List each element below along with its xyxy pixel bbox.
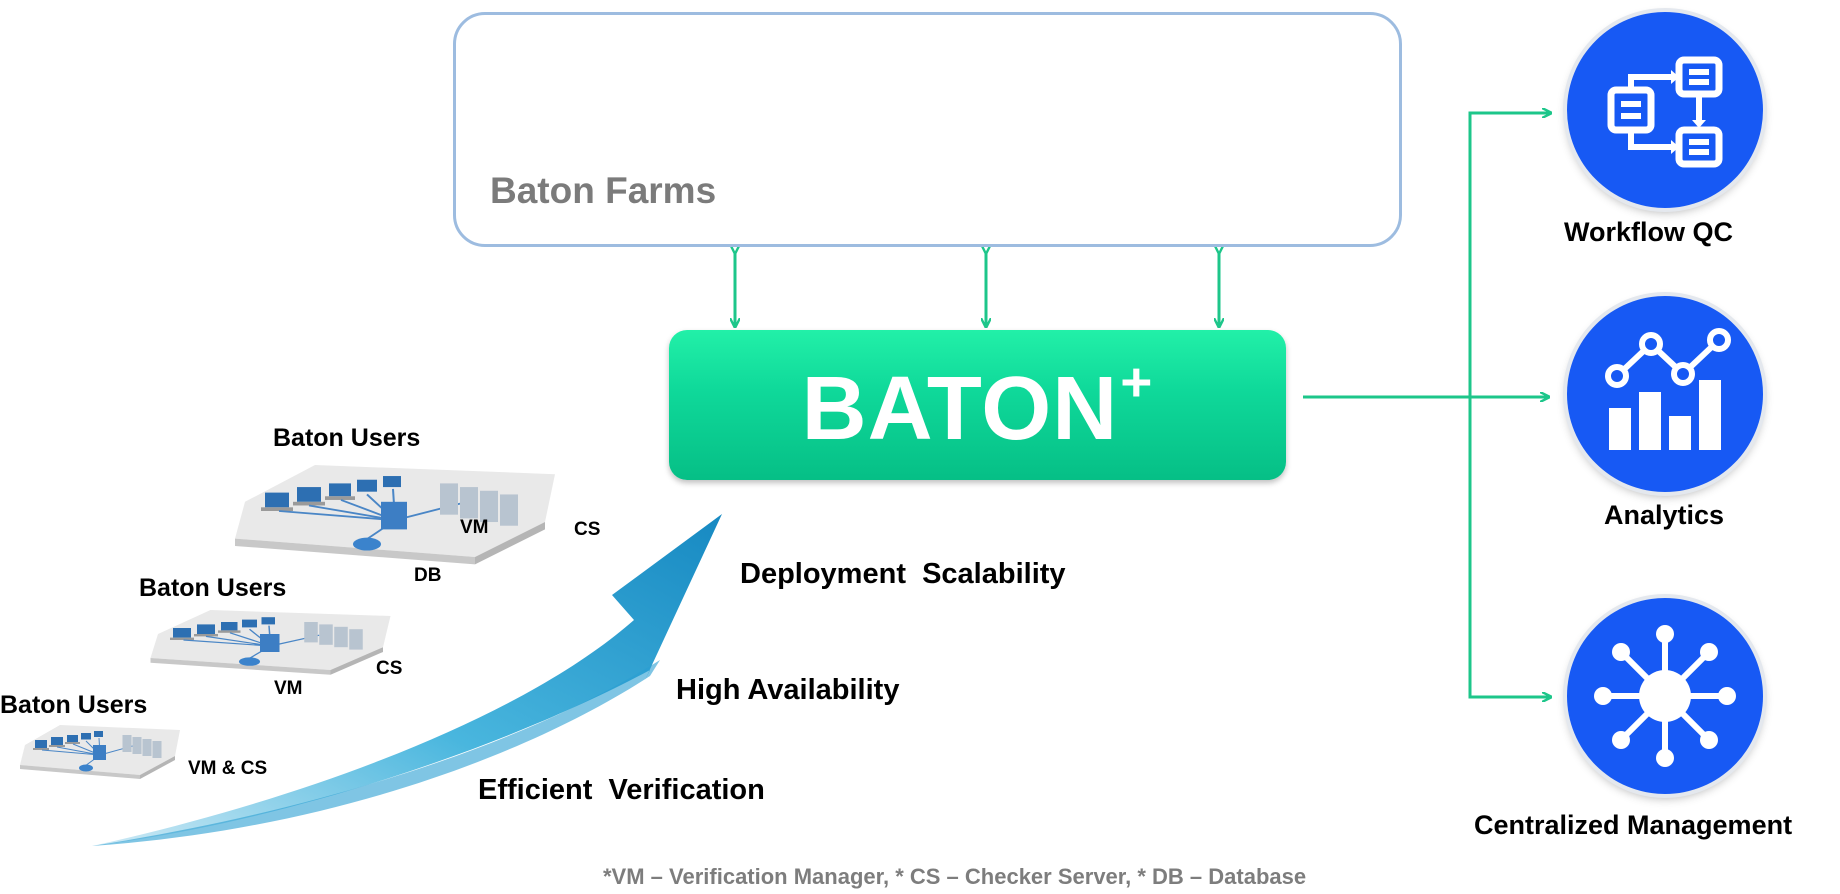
tier-1-cs-label: CS — [574, 519, 601, 540]
benefit-efficient-verification: Efficient Verification — [478, 774, 765, 806]
footnote: *VM – Verification Manager, * CS – Check… — [603, 864, 1307, 889]
growth-arrow — [92, 514, 722, 846]
analytics-icon — [1567, 296, 1763, 492]
baton-farms-label: Baton Farms — [490, 170, 717, 211]
tier-2-heading: Baton Users — [139, 574, 287, 602]
tier-1-heading: Baton Users — [273, 424, 421, 452]
tier-1-vm-label: VM — [460, 517, 489, 538]
tier-3-heading: Baton Users — [0, 691, 148, 719]
baton-plus-box: BATON+ — [669, 330, 1286, 480]
farm-link-arrows — [735, 252, 1219, 326]
tier-2-vm-label: VM — [274, 678, 303, 699]
output-centralized-management-label: Centralized Management — [1474, 810, 1793, 840]
workflow-icon — [1567, 12, 1763, 208]
benefit-deployment-scalability: Deployment Scalability — [740, 558, 1066, 590]
hub-icon — [1567, 598, 1763, 794]
baton-plus-title: BATON+ — [801, 350, 1154, 459]
tier-3-vmcs-label: VM & CS — [188, 758, 268, 779]
output-workflow-qc-label: Workflow QC — [1564, 217, 1734, 247]
output-connectors — [1303, 113, 1550, 697]
tier-2-cs-label: CS — [376, 658, 403, 679]
output-analytics-label: Analytics — [1604, 500, 1725, 530]
baton-farms-box — [453, 12, 1402, 247]
tier-1-db-label: DB — [414, 565, 442, 586]
benefit-high-availability: High Availability — [676, 674, 900, 706]
